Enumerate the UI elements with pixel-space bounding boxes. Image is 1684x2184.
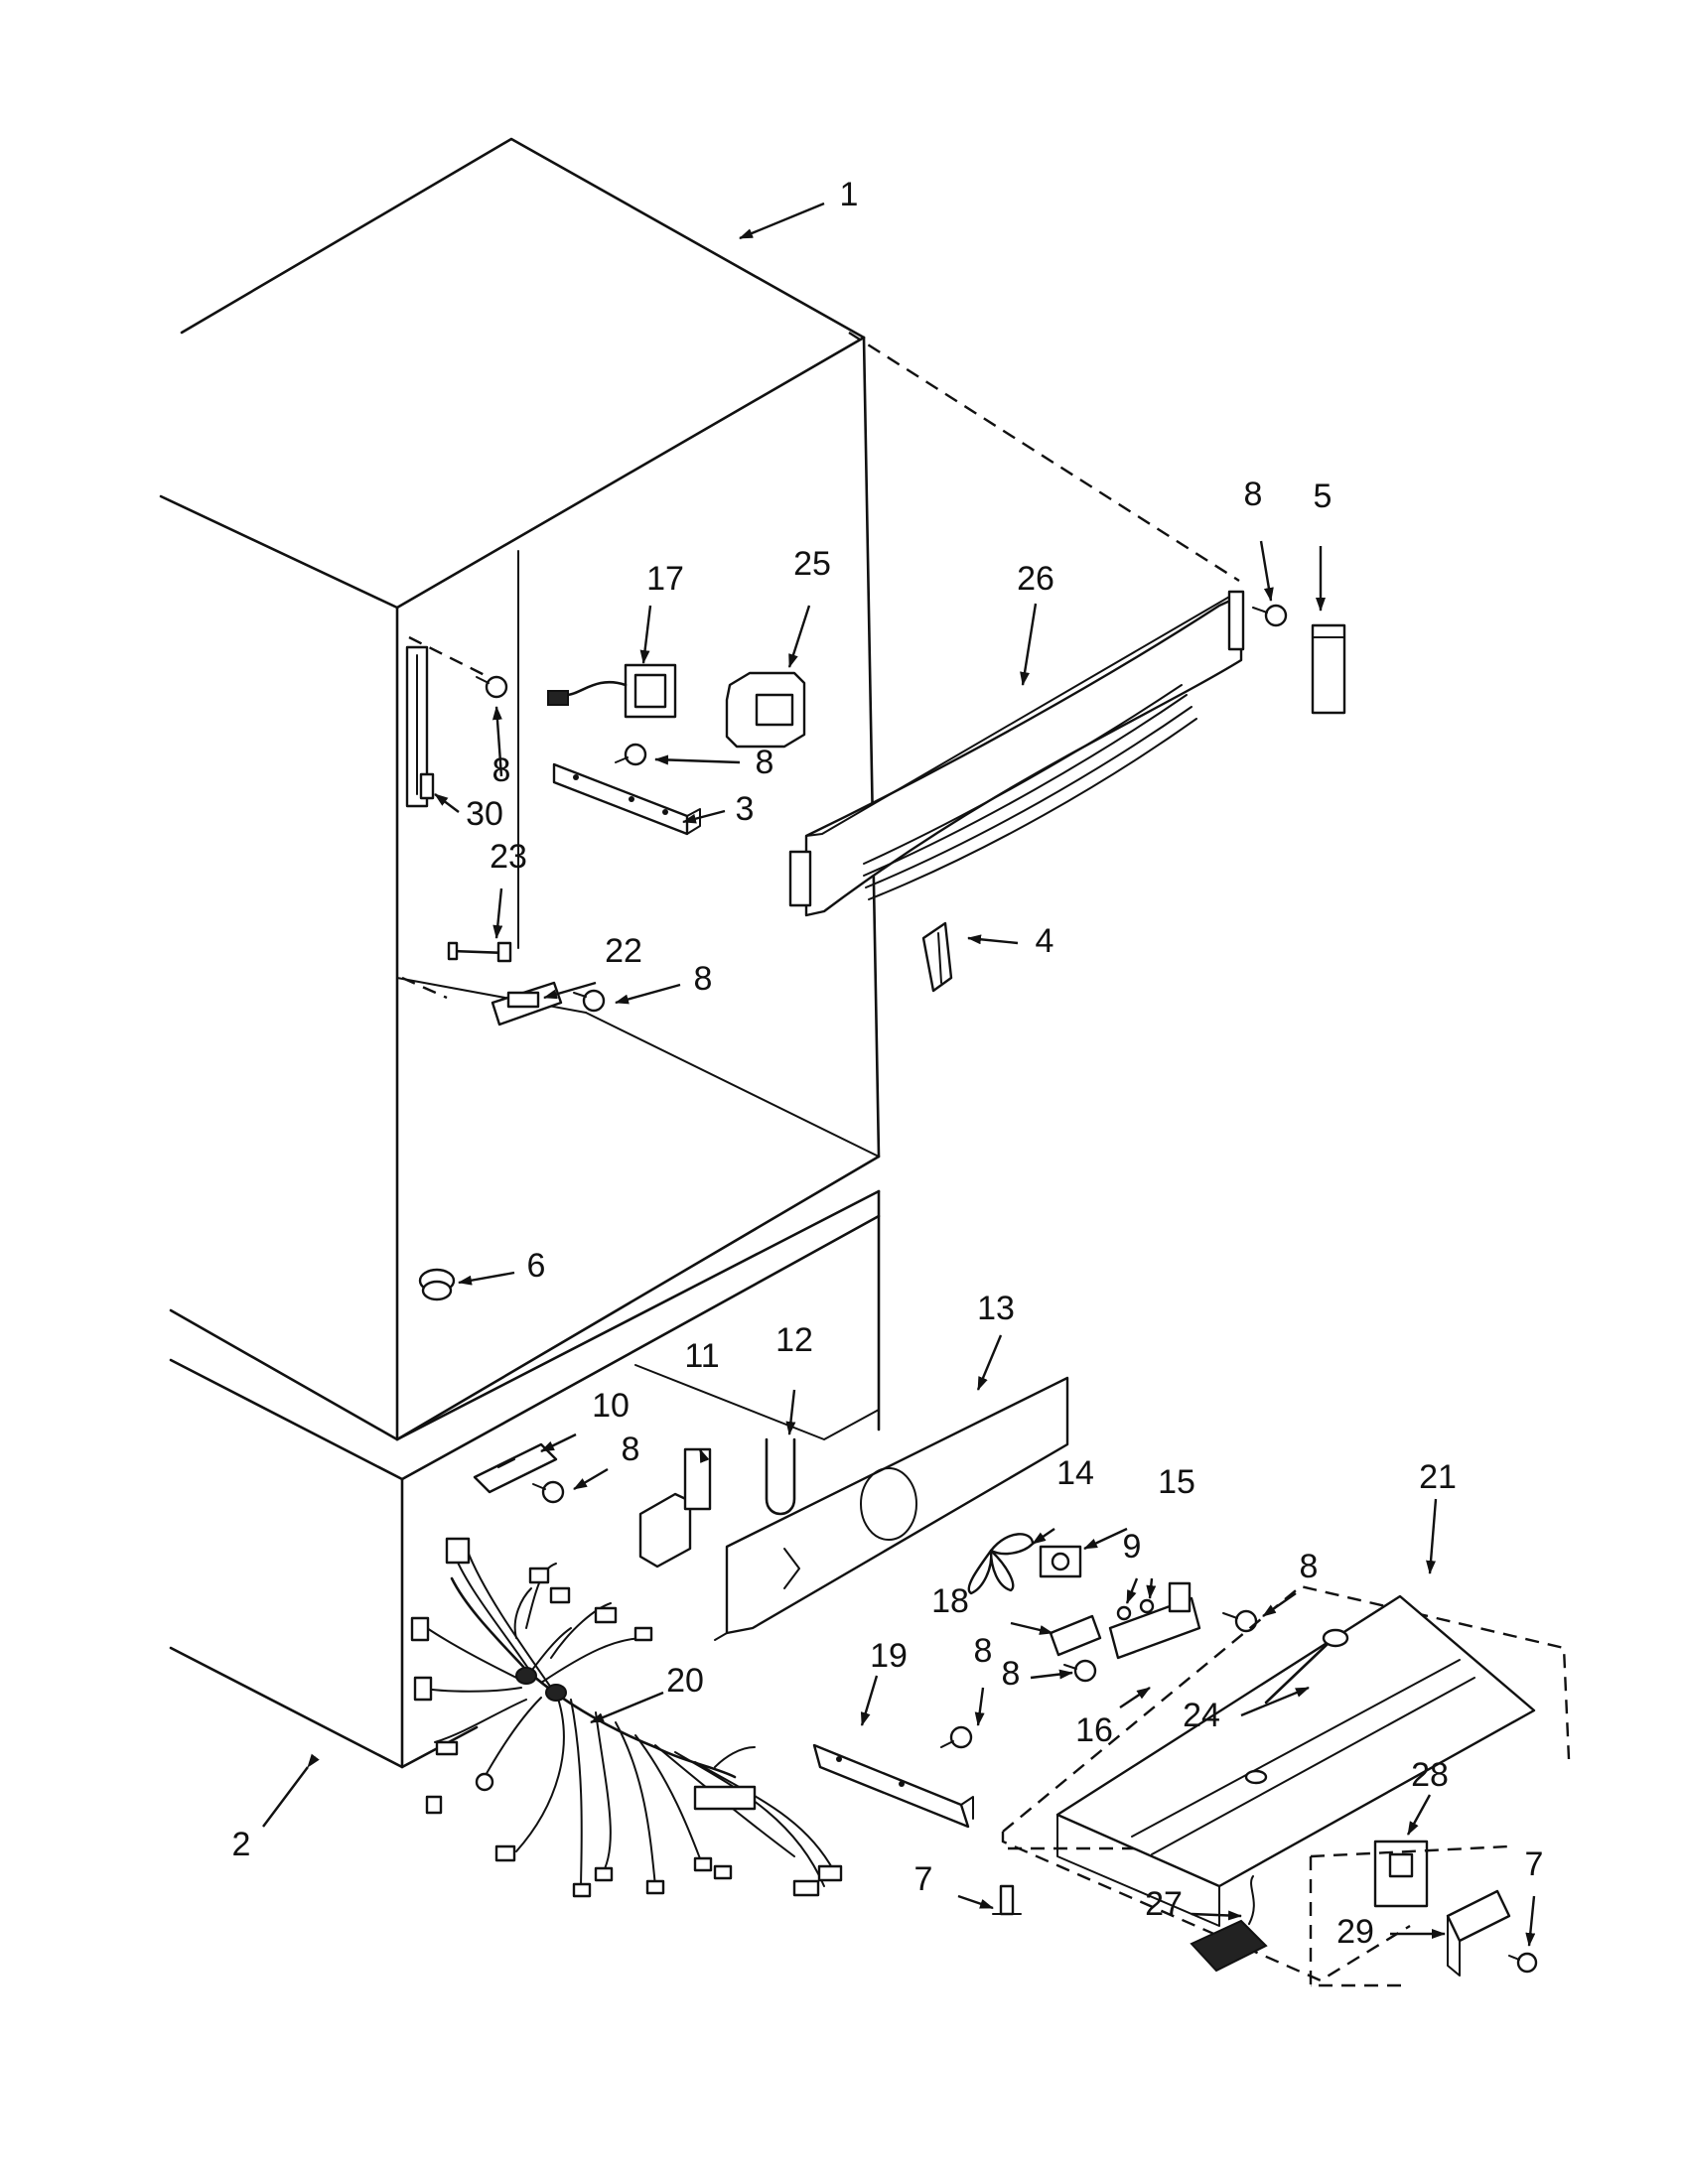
screw-group xyxy=(476,604,1288,1749)
callout-15: 15 xyxy=(1158,1463,1195,1501)
part-13-panel xyxy=(714,1376,1069,1641)
part-23-pin xyxy=(447,941,512,963)
part-19-bracket xyxy=(812,1743,974,1829)
part-3-bracket xyxy=(552,762,701,836)
callout-7-right: 7 xyxy=(1525,1845,1544,1883)
part-29-dash-frame xyxy=(1309,1844,1510,1987)
screw-7-right xyxy=(1508,1952,1538,1974)
part-27-heater xyxy=(1190,1875,1268,1973)
screw-8-base-left xyxy=(532,1480,565,1504)
part-15-motor xyxy=(1039,1545,1082,1578)
callout-8-relay: 8 xyxy=(1002,1655,1021,1693)
screw-8-bracket-19 xyxy=(940,1725,973,1749)
callout-19: 19 xyxy=(870,1637,908,1675)
screw-8-relay xyxy=(1063,1659,1097,1683)
callout-27: 27 xyxy=(1145,1885,1183,1923)
callout-10: 10 xyxy=(592,1387,630,1425)
callout-8-bracket-right: 8 xyxy=(1300,1548,1319,1585)
part-26-front-panel xyxy=(788,590,1245,917)
screw-8-panel-right xyxy=(1252,604,1288,627)
part-6-plug xyxy=(418,1268,456,1301)
screw-8-upper-left xyxy=(476,675,508,699)
callout-4: 4 xyxy=(1036,922,1054,960)
callout-30: 30 xyxy=(466,795,503,833)
part-24-tube xyxy=(1244,1628,1349,1785)
part-21-drain-pan xyxy=(1001,1584,1571,1982)
callout-8-bracket: 8 xyxy=(756,744,774,781)
callout-13: 13 xyxy=(977,1290,1015,1327)
callout-8-base-left: 8 xyxy=(622,1431,640,1468)
part-16-bracket xyxy=(1108,1581,1201,1660)
part-25-cover xyxy=(725,671,806,749)
callout-12: 12 xyxy=(775,1321,813,1359)
callout-labels: 1 2 3 4 5 6 7 7 8 8 8 8 8 8 8 8 9 10 11 … xyxy=(232,176,1544,1951)
part-4-clip xyxy=(921,921,953,993)
callout-2: 2 xyxy=(232,1826,251,1863)
machine-compartment xyxy=(169,1189,881,1769)
part-20-wire-harness xyxy=(410,1537,843,1898)
callout-17: 17 xyxy=(646,560,684,598)
part-11-relay-cover xyxy=(638,1447,712,1569)
part-9-screws xyxy=(1116,1598,1155,1621)
guide-lines xyxy=(401,331,1240,1850)
callout-26: 26 xyxy=(1017,560,1054,598)
callout-8-panel-right: 8 xyxy=(1244,476,1263,513)
callout-8-shelf: 8 xyxy=(694,960,713,998)
part-30-rail xyxy=(405,645,435,808)
callout-25: 25 xyxy=(793,545,831,583)
callout-5: 5 xyxy=(1314,478,1333,515)
callout-22: 22 xyxy=(605,932,642,970)
callout-28: 28 xyxy=(1411,1756,1449,1794)
callout-8-upper-left: 8 xyxy=(492,751,511,789)
callout-8-bracket-19: 8 xyxy=(974,1632,993,1670)
part-18-bracket xyxy=(1049,1614,1102,1657)
part-28-block xyxy=(1373,1840,1429,1908)
leader-lines xyxy=(262,202,1536,1947)
callout-3: 3 xyxy=(736,790,755,828)
callout-18: 18 xyxy=(931,1582,969,1620)
part-29-bracket xyxy=(1446,1889,1511,1977)
screw-8-shelf xyxy=(573,989,606,1013)
callout-7-left: 7 xyxy=(914,1860,933,1898)
callout-21: 21 xyxy=(1419,1458,1457,1496)
callout-14: 14 xyxy=(1056,1454,1094,1492)
callout-11: 11 xyxy=(684,1337,719,1375)
screw-7-left xyxy=(992,1884,1022,1916)
callout-9: 9 xyxy=(1123,1528,1142,1566)
part-10-bracket xyxy=(473,1442,558,1494)
part-22-switch xyxy=(491,981,563,1026)
callout-16: 16 xyxy=(1075,1711,1113,1749)
screw-8-bracket xyxy=(615,743,647,766)
cabinet-body xyxy=(159,137,881,1441)
callout-1: 1 xyxy=(840,176,859,213)
callout-20: 20 xyxy=(666,1662,704,1700)
callout-24: 24 xyxy=(1183,1697,1220,1734)
callout-29: 29 xyxy=(1336,1913,1374,1951)
part-12-cord xyxy=(765,1437,796,1516)
callout-6: 6 xyxy=(527,1247,546,1285)
part-14-fan xyxy=(967,1533,1035,1595)
part-17-sensor xyxy=(547,663,677,719)
callout-23: 23 xyxy=(490,838,527,876)
part-5-trim xyxy=(1311,623,1346,715)
